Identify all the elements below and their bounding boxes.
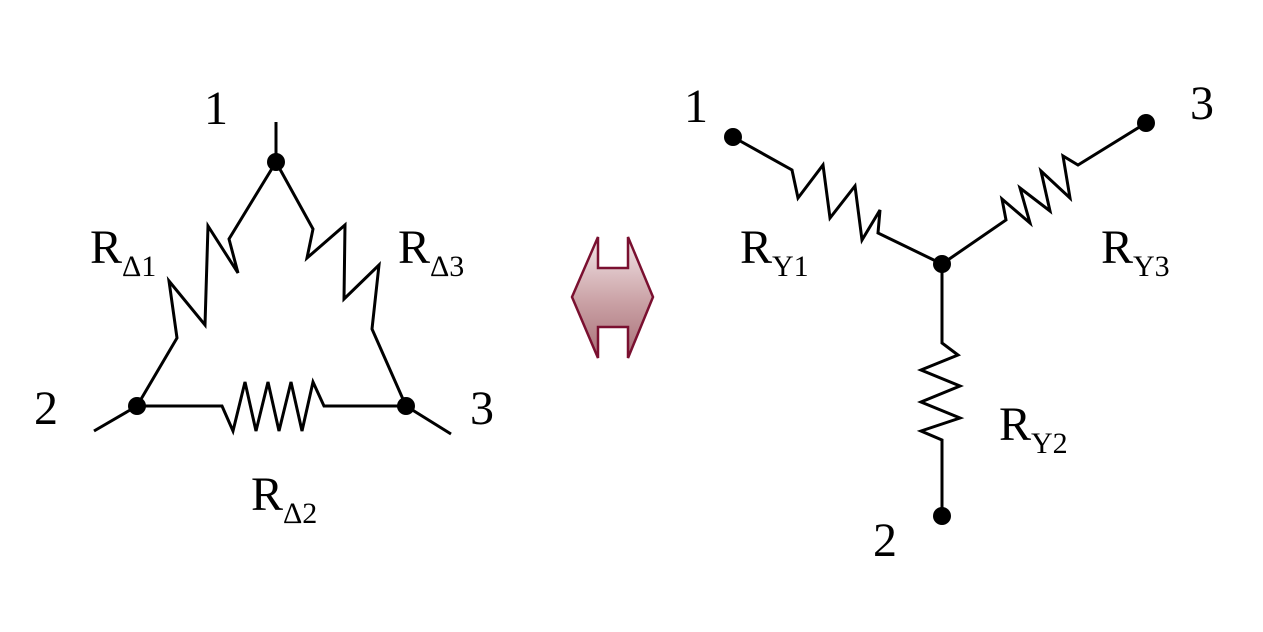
delta-resistor-label-3: RΔ3 — [398, 221, 464, 283]
delta-resistor-label-2: RΔ2 — [251, 468, 317, 530]
delta-node-label-3: 3 — [470, 382, 494, 435]
wye-node-3 — [1137, 114, 1155, 132]
delta-node-label-2: 2 — [34, 382, 58, 435]
wye-node-label-2: 2 — [873, 514, 897, 567]
delta-resistor-2 — [137, 377, 406, 436]
equivalence-arrow-icon — [570, 236, 655, 359]
delta-node-2 — [128, 397, 146, 415]
wye-node-2 — [933, 507, 951, 525]
delta-resistor-label-1: RΔ1 — [90, 221, 156, 283]
delta-resistor-1 — [135, 161, 278, 407]
wye-resistor-label-1: RY1 — [740, 221, 809, 283]
delta-node-label-1: 1 — [204, 82, 228, 135]
delta-node-3 — [397, 397, 415, 415]
wye-resistor-1 — [732, 135, 943, 266]
wye-node-label-1: 1 — [684, 80, 708, 133]
wye-center-node — [933, 255, 951, 273]
wye-resistor-3 — [941, 121, 1147, 266]
delta-resistor-3 — [274, 161, 408, 407]
wye-node-1 — [724, 128, 742, 146]
wye-node-label-3: 3 — [1190, 77, 1214, 130]
wye-resistor-label-2: RY2 — [999, 398, 1068, 460]
wye-resistor-2 — [916, 264, 965, 516]
delta-node-1 — [267, 153, 285, 171]
delta-network: 1 2 3 RΔ1 RΔ3 RΔ2 — [34, 82, 494, 530]
wye-resistor-label-3: RY3 — [1101, 221, 1170, 283]
wye-network: 1 2 3 RY1 RY3 RY2 — [684, 77, 1214, 567]
